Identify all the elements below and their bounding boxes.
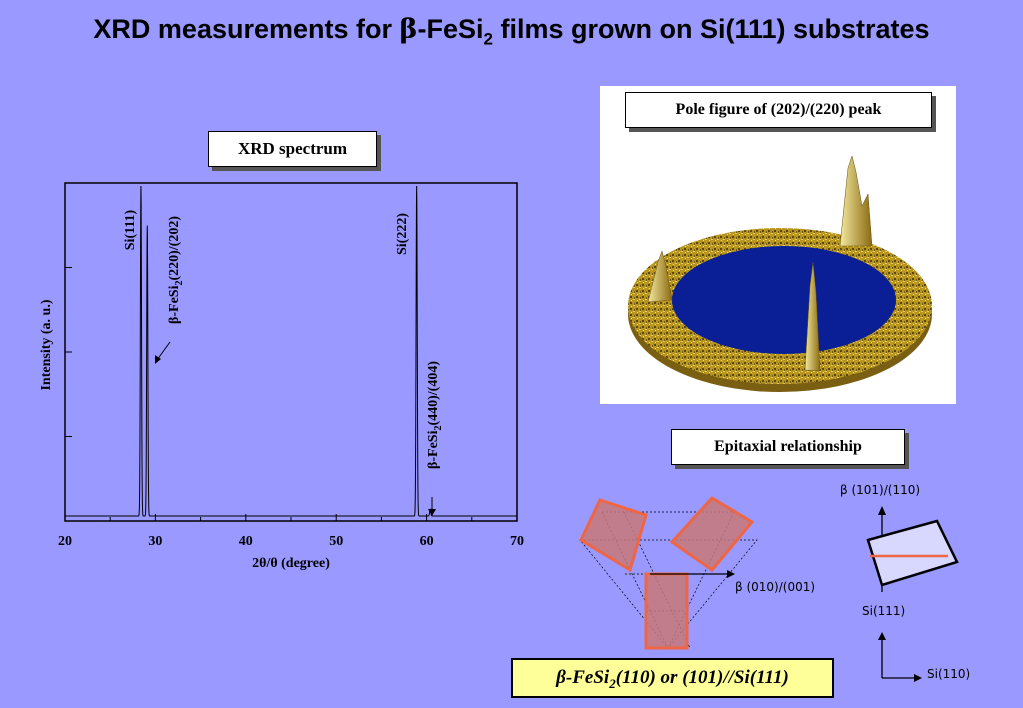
si-right-arrowhead <box>914 674 922 682</box>
peak-2 <box>804 261 821 372</box>
peak-label-fesi-main: β-FeSi2(220)/(202) <box>167 216 185 324</box>
peak-label-si111: Si(111) <box>123 209 138 250</box>
peak-1 <box>839 155 873 247</box>
pole-figure-panel <box>600 86 956 404</box>
x-ticks: 20 30 40 50 60 70 <box>58 514 524 549</box>
beta-right-label: β (010)/(001) <box>735 580 815 594</box>
x-tick-label: 50 <box>329 534 343 549</box>
x-tick-label: 20 <box>58 534 72 549</box>
x-axis-label: 2θ/θ (degree) <box>252 556 330 571</box>
si111-label: Si(111) <box>862 604 905 618</box>
xrd-spectrum-label: XRD spectrum <box>208 131 377 167</box>
pole-figure-label: Pole figure of (202)/(220) peak <box>625 92 932 128</box>
beta-right-arrowhead <box>727 570 735 578</box>
x-tick-label: 60 <box>420 534 434 549</box>
epitaxial-label: Epitaxial relationship <box>671 429 905 465</box>
x-tick-label: 30 <box>148 534 162 549</box>
beta-up-arrowhead <box>878 506 886 515</box>
y-axis-label: Intensity (a. u.) <box>39 299 54 390</box>
x-tick-label: 40 <box>239 534 253 549</box>
beta-top-label: β (101)/(110) <box>840 483 920 497</box>
x-tick-label: 70 <box>510 534 524 549</box>
spectrum-line <box>65 185 517 517</box>
arrowhead-fesi-small <box>428 509 436 516</box>
epitaxy-rectangle <box>866 519 959 587</box>
center-disk <box>672 246 896 354</box>
arrow-fesi-main <box>156 341 171 361</box>
peak-3 <box>647 250 673 303</box>
pole-figure-image <box>628 155 932 392</box>
slide-title: XRD measurements for β-FeSi2 films grown… <box>93 14 930 49</box>
si-up-arrowhead <box>878 632 886 640</box>
peak-label-fesi-small: β-FeSi2(440)/(404) <box>426 361 444 469</box>
peak-label-si222: Si(222) <box>395 213 410 255</box>
arrowhead-fesi-main <box>155 355 161 364</box>
epitaxy-caption: β-FeSi2(110) or (101)//Si(111) <box>511 658 834 698</box>
si110-label: Si(110) <box>927 667 970 681</box>
orange-rectangles <box>579 496 755 650</box>
y-ticks <box>65 267 72 437</box>
